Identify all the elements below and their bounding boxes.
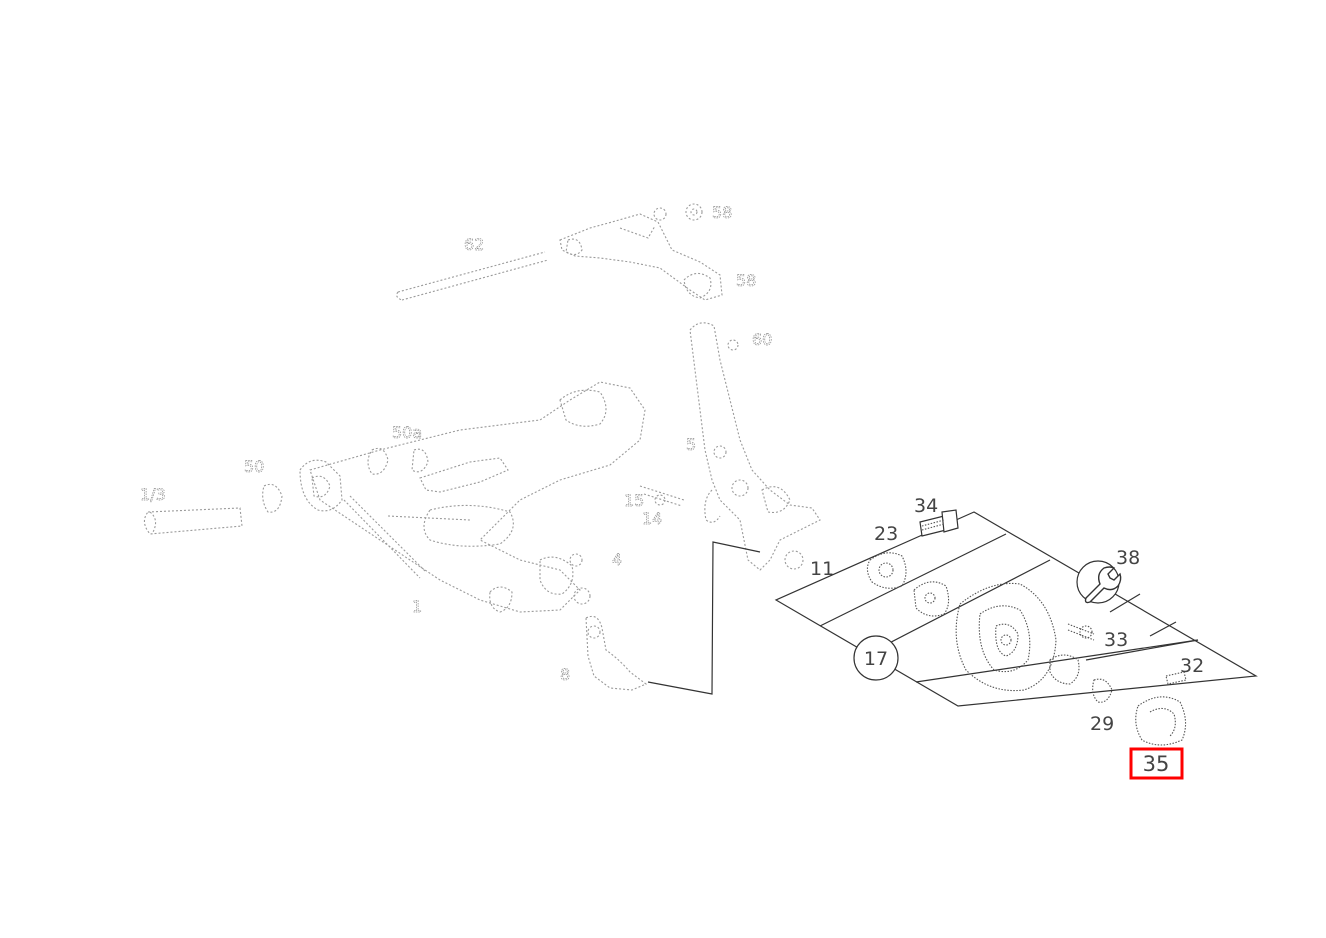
label-14: 14 xyxy=(642,509,662,528)
label-32: 32 xyxy=(1180,655,1204,677)
washer-32 xyxy=(1165,671,1187,685)
steering-knuckle xyxy=(689,322,821,571)
brake-disc xyxy=(955,582,1057,692)
label-34: 34 xyxy=(914,495,938,517)
label-23: 23 xyxy=(874,523,898,545)
highlight-35[interactable]: 35 xyxy=(1129,747,1184,780)
label-35: 35 xyxy=(1143,752,1170,776)
label-4: 4 xyxy=(612,550,622,569)
label-17: 17 xyxy=(864,648,888,670)
label-33: 33 xyxy=(1104,629,1128,651)
nut-29 xyxy=(1049,654,1113,703)
part-11 xyxy=(784,550,804,570)
callout-17 xyxy=(853,635,899,681)
label-1-3: 1/3 xyxy=(140,485,166,504)
label-5: 5 xyxy=(686,435,696,454)
cap-35 xyxy=(1135,696,1187,746)
bushings xyxy=(143,447,429,535)
small-bolts xyxy=(639,485,685,507)
label-29: 29 xyxy=(1090,713,1114,735)
label-38: 38 xyxy=(1116,547,1140,569)
label-50: 50 xyxy=(244,457,264,476)
label-58b: 58 xyxy=(736,271,756,290)
label-8: 8 xyxy=(560,665,570,684)
label-15: 15 xyxy=(624,491,644,510)
label-11: 11 xyxy=(810,558,834,580)
leader-line-8 xyxy=(647,541,761,695)
label-1: 1 xyxy=(412,597,422,616)
hub-group-frame xyxy=(774,511,1258,707)
label-62: 62 xyxy=(464,235,484,254)
lower-control-arm xyxy=(299,381,646,613)
bearing-inner xyxy=(913,581,950,617)
tie-rod-assembly xyxy=(396,203,723,301)
bolt-33 xyxy=(1067,623,1095,641)
label-60: 60 xyxy=(752,330,772,349)
ball-joint xyxy=(585,615,648,691)
bolt-34 xyxy=(919,509,959,537)
label-58a: 58 xyxy=(712,203,732,222)
label-50a: 50a xyxy=(392,423,422,442)
wrench-icon xyxy=(1084,566,1122,604)
bearing-23 xyxy=(866,552,907,589)
